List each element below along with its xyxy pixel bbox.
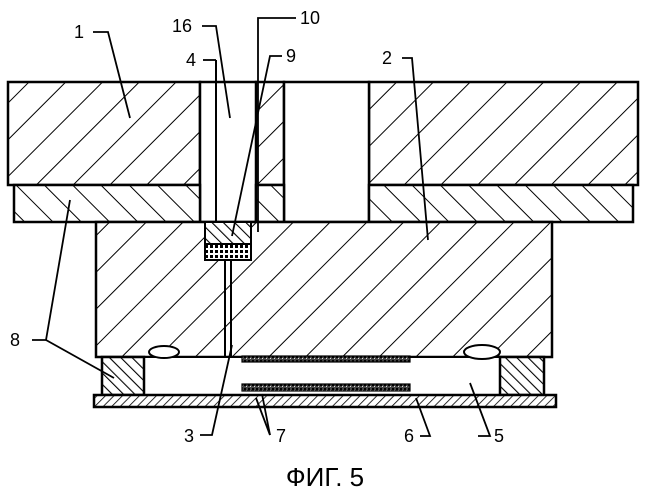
label-9: 9 bbox=[286, 46, 296, 66]
label-10: 10 bbox=[300, 8, 320, 28]
label-1: 1 bbox=[74, 22, 84, 42]
part-10-plug bbox=[205, 222, 251, 260]
figure-caption: ФИГ. 5 bbox=[286, 462, 364, 492]
part-2-main-body bbox=[96, 222, 552, 357]
label-5: 5 bbox=[494, 426, 504, 446]
label-4: 4 bbox=[186, 50, 196, 70]
label-8: 8 bbox=[10, 330, 20, 350]
label-3: 3 bbox=[184, 426, 194, 446]
part-6-substrate bbox=[94, 395, 556, 407]
label-2: 2 bbox=[382, 48, 392, 68]
label-16: 16 bbox=[172, 16, 192, 36]
label-6: 6 bbox=[404, 426, 414, 446]
label-7: 7 bbox=[276, 426, 286, 446]
